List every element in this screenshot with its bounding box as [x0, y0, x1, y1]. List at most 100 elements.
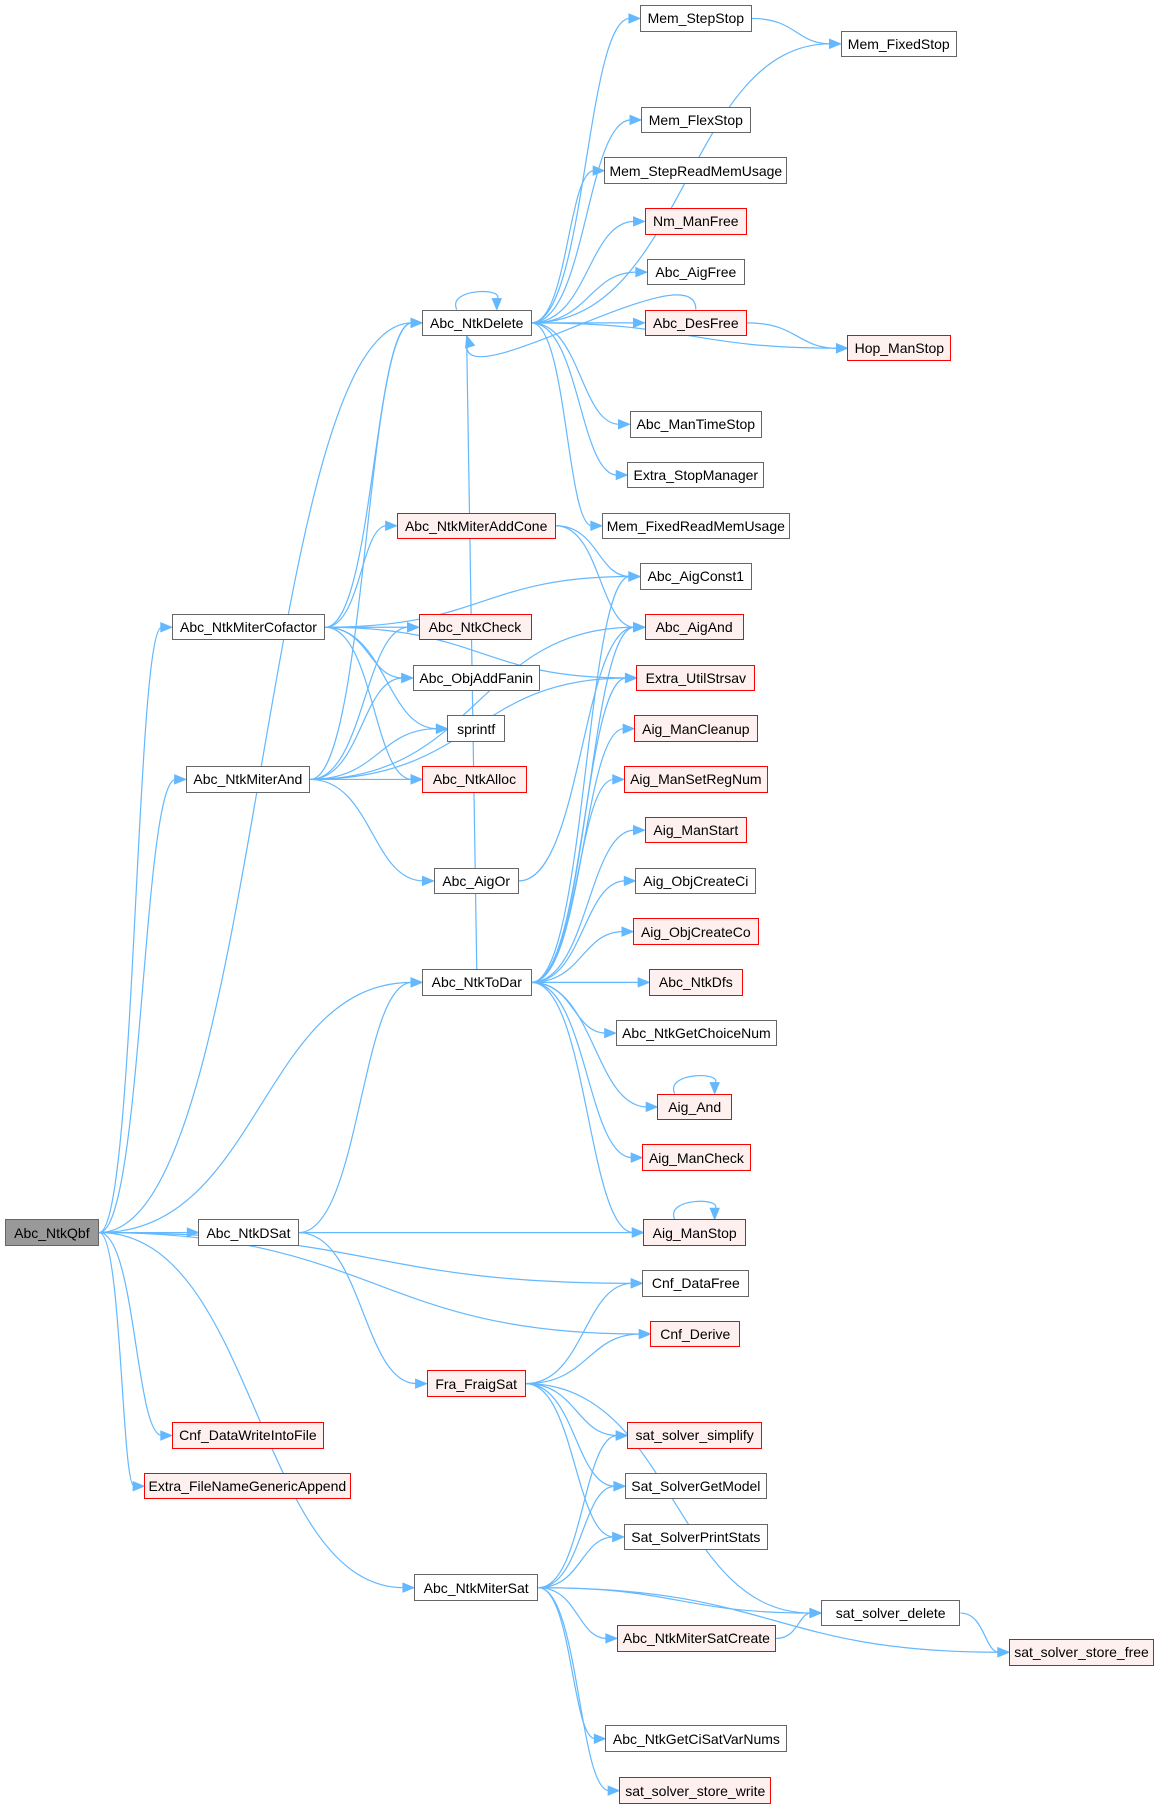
edge-arrowhead: [590, 520, 604, 532]
node-abc-ntkqbf[interactable]: Abc_NtkQbf: [4, 1219, 100, 1246]
node-aig-mancleanup[interactable]: Aig_ManCleanup: [634, 715, 758, 742]
edge-arrowhead: [415, 1378, 428, 1389]
edge-abc_ntktodar-to-aig_manstart: [531, 829, 635, 983]
node-abc-aigfree[interactable]: Abc_AigFree: [646, 258, 745, 286]
node-aig-objcreateco[interactable]: Aig_ObjCreateCo: [632, 918, 759, 945]
edge-abc_desfree-to-hop_manstop: [747, 322, 838, 349]
edge-abc_ntkdelete-to-mem_stepreadmemusage: [531, 170, 595, 324]
node-abc-ntkmitersat[interactable]: Abc_NtkMiterSat: [413, 1574, 539, 1601]
edge-abc_ntktodar-to-aig_manstop: [531, 981, 634, 1234]
edge-abc_ntkmitersat-to-sat_solver_store_free: [538, 1587, 999, 1653]
node-sat-solver-delete[interactable]: sat_solver_delete: [820, 1599, 961, 1627]
node-abc-ntkmitercofactor[interactable]: Abc_NtkMiterCofactor: [171, 613, 326, 641]
node-mem-stepreadmemusage[interactable]: Mem_StepReadMemUsage: [604, 157, 788, 184]
node-abc-ntkmiteraddcone[interactable]: Abc_NtkMiterAddCone: [396, 512, 556, 540]
node-abc-desfree[interactable]: Abc_DesFree: [644, 309, 748, 337]
node-aig-mancheck[interactable]: Aig_ManCheck: [642, 1144, 751, 1171]
node-mem-fixedreadmemusage[interactable]: Mem_FixedReadMemUsage: [601, 512, 790, 540]
node-aig-mansetregnum[interactable]: Aig_ManSetRegNum: [623, 766, 768, 793]
edge-arrowhead: [402, 1582, 416, 1593]
edge-fra_fraigsat-to-cnf_datafree: [525, 1282, 633, 1385]
edge-arrowhead: [621, 926, 635, 937]
edge-abc_ntkmitercofactor-to-abc_aigconst1: [325, 575, 630, 628]
edge-arrowhead: [491, 298, 503, 311]
node-abc-objaddfanin[interactable]: Abc_ObjAddFanin: [412, 664, 540, 692]
node-abc-ntktodar[interactable]: Abc_NtkToDar: [421, 969, 532, 996]
edge-arrowhead: [410, 977, 424, 988]
edge-abc_ntkmitercofactor-to-sprintf: [325, 626, 438, 730]
node-abc-ntkalloc[interactable]: Abc_NtkAlloc: [421, 766, 527, 793]
node-hop-manstop[interactable]: Hop_ManStop: [847, 334, 952, 362]
edge-arrowhead: [630, 1152, 644, 1163]
edge-arrowhead: [628, 571, 642, 582]
node-mem-flexstop[interactable]: Mem_FlexStop: [641, 106, 751, 134]
edge-abc_ntkmiterand-to-abc_aigor: [310, 778, 424, 882]
edge-fra_fraigsat-to-sat_solvergetmodel: [525, 1383, 615, 1487]
node-mem-fixedstop[interactable]: Mem_FixedStop: [840, 30, 957, 58]
node-sat-solverprintstats[interactable]: Sat_SolverPrintStats: [623, 1523, 768, 1551]
edge-arrowhead: [613, 1480, 627, 1492]
edge-abc_ntkmitersat-to-sat_solver_delete: [538, 1587, 811, 1614]
edge-arrowhead: [401, 672, 415, 684]
node-abc-ntkdfs[interactable]: Abc_NtkDfs: [649, 969, 743, 996]
node-fra-fraigsat[interactable]: Fra_FraigSat: [426, 1370, 526, 1397]
edge-abc_ntkmiteraddcone-to-abc_aigand: [555, 525, 635, 628]
node-abc-ntkcheck[interactable]: Abc_NtkCheck: [418, 613, 532, 641]
edge-arrowhead: [422, 875, 435, 887]
edge-abc_ntkmitercofactor-to-extra_utilstrsav: [325, 626, 627, 679]
node-aig-objcreateci[interactable]: Aig_ObjCreateCi: [635, 867, 757, 895]
node-sat-solver-store-free[interactable]: sat_solver_store_free: [1008, 1638, 1155, 1666]
node-abc-ntkmitersatcreate[interactable]: Abc_NtkMiterSatCreate: [616, 1625, 776, 1652]
node-extra-filenamegenericappend[interactable]: Extra_FileNameGenericAppend: [144, 1472, 351, 1500]
edge-abc_ntkmiterand-to-abc_aigand: [310, 626, 635, 781]
edge-abc_ntkqbf-to-abc_ntkmiterand: [99, 778, 176, 1234]
edge-abc_ntktodar-to-aig_mansetregnum: [531, 778, 614, 983]
edge-abc_ntkmitersat-to-sat_solver_simplify: [538, 1434, 618, 1589]
node-cnf-derive[interactable]: Cnf_Derive: [650, 1320, 741, 1348]
node-extra-stopmanager[interactable]: Extra_StopManager: [627, 461, 765, 489]
node-abc-aigor[interactable]: Abc_AigOr: [433, 867, 519, 895]
edge-arrowhead: [160, 621, 174, 633]
edge-abc_desfree-to-abc_ntkdelete: [466, 294, 697, 358]
edge-arrowhead: [410, 317, 424, 329]
edge-arrowhead: [624, 672, 638, 684]
edge-arrowhead: [645, 1101, 659, 1113]
edge-fra_fraigsat-to-sat_solverprintstats: [525, 1383, 614, 1538]
node-abc-ntkgetcisatvarnums[interactable]: Abc_NtkGetCiSatVarNums: [605, 1725, 788, 1752]
edge-abc_ntktodar-to-aig_objcreateci: [531, 880, 626, 983]
node-aig-and[interactable]: Aig_And: [657, 1093, 733, 1121]
node-nm-manfree[interactable]: Nm_ManFree: [644, 208, 748, 235]
node-cnf-datawriteintofile[interactable]: Cnf_DataWriteIntoFile: [171, 1422, 324, 1449]
edge-abc_ntkdelete-to-abc_aigfree: [531, 271, 637, 324]
edge-arrowhead: [618, 419, 631, 430]
edge-abc_ntkmitercofactor-to-abc_ntkmiteraddcone: [325, 525, 387, 628]
node-abc-ntkmiterand[interactable]: Abc_NtkMiterAnd: [185, 766, 311, 793]
edge-arrowhead: [407, 621, 420, 633]
edge-arrowhead: [604, 1027, 618, 1039]
node-abc-mantimestop[interactable]: Abc_ManTimeStop: [629, 411, 763, 438]
node-aig-manstart[interactable]: Aig_ManStart: [644, 816, 748, 844]
node-sat-solvergetmodel[interactable]: Sat_SolverGetModel: [624, 1472, 767, 1500]
node-cnf-datafree[interactable]: Cnf_DataFree: [642, 1270, 750, 1297]
edge-arrowhead: [435, 723, 449, 734]
node-sat-solver-simplify[interactable]: sat_solver_simplify: [627, 1422, 763, 1449]
node-sat-solver-store-write[interactable]: sat_solver_store_write: [619, 1777, 772, 1804]
edge-abc_ntktodar-to-aig_and: [531, 981, 648, 1108]
node-sprintf[interactable]: sprintf: [447, 715, 505, 742]
edge-abc_ntkqbf-to-cnf_datawriteintofile: [99, 1231, 162, 1437]
node-mem-stepstop[interactable]: Mem_StepStop: [639, 5, 752, 32]
edge-arrowhead: [628, 13, 642, 24]
edge-abc_ntkmitersat-to-sat_solverprintstats: [538, 1536, 614, 1589]
edge-arrowhead: [997, 1647, 1011, 1658]
node-abc-ntkgetchoicenum[interactable]: Abc_NtkGetChoiceNum: [615, 1019, 778, 1047]
node-aig-manstop[interactable]: Aig_ManStop: [643, 1219, 746, 1246]
node-abc-ntkdelete[interactable]: Abc_NtkDelete: [421, 309, 532, 337]
node-abc-aigconst1[interactable]: Abc_AigConst1: [639, 563, 752, 590]
node-extra-utilstrsav[interactable]: Extra_UtilStrsav: [636, 664, 756, 692]
edge-fra_fraigsat-to-cnf_derive: [525, 1333, 641, 1385]
edge-abc_ntktodar-to-abc_aigconst1: [531, 575, 631, 983]
edge-abc_ntkmitersat-to-sat_solver_store_write: [538, 1587, 610, 1792]
node-abc-aigand[interactable]: Abc_AigAnd: [644, 613, 744, 641]
node-abc-ntkdsat[interactable]: Abc_NtkDSat: [198, 1219, 299, 1246]
